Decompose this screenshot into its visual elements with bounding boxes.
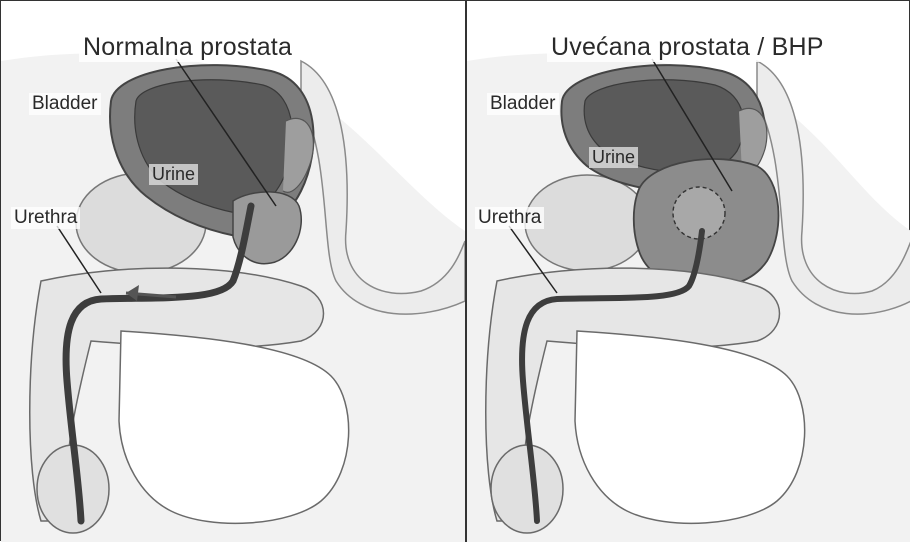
panel-enlarged-prostate: Uvećana prostata / BHP Bladder Urine Ure… <box>467 1 910 542</box>
urine-label: Urine <box>589 147 638 168</box>
urethra-label: Urethra <box>11 207 80 229</box>
panel-title: Normalna prostata <box>79 33 296 62</box>
urine-label: Urine <box>149 164 198 185</box>
bladder-label: Bladder <box>29 93 101 115</box>
panel-title: Uvećana prostata / BHP <box>547 33 828 62</box>
panel-normal-prostate: Normalna prostata Bladder Urine Urethra <box>1 1 465 542</box>
bladder-label: Bladder <box>487 93 559 115</box>
normal-anatomy-illustration <box>1 1 465 542</box>
urethra-label: Urethra <box>475 207 544 229</box>
glans <box>491 445 563 533</box>
enlarged-anatomy-illustration <box>467 1 910 542</box>
